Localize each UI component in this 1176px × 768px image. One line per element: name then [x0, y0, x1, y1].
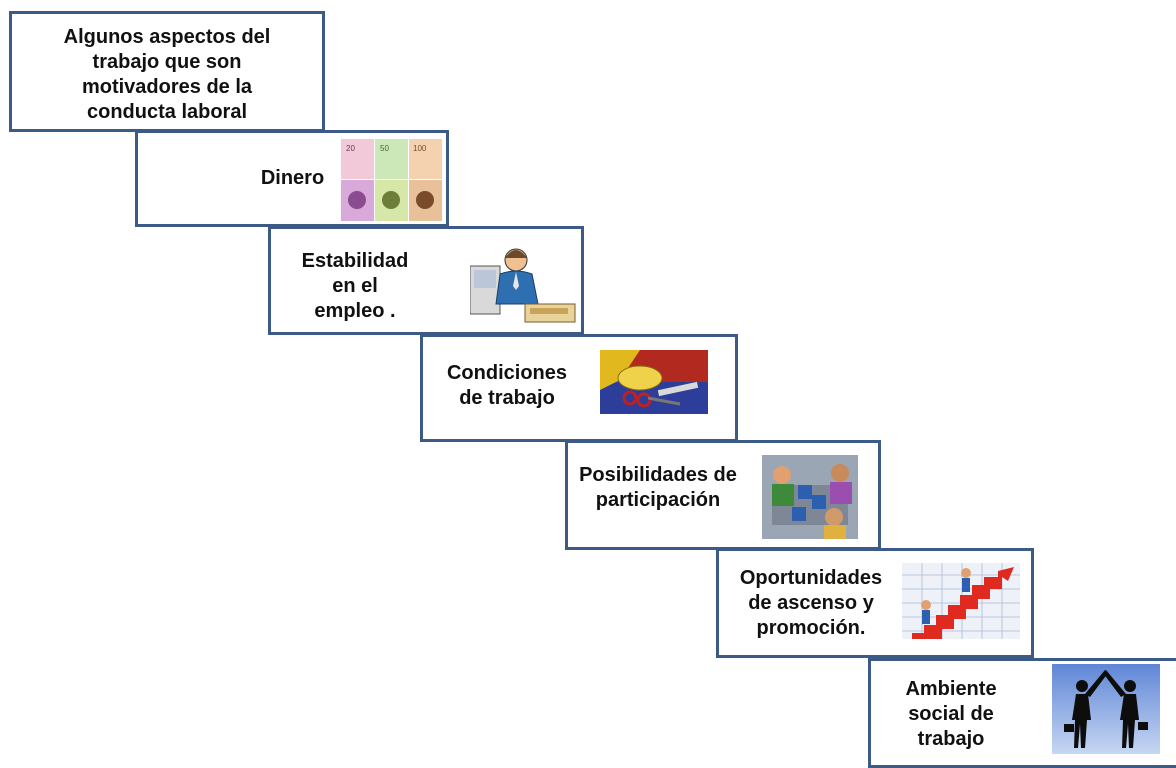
svg-text:50: 50 [380, 144, 389, 153]
step-ascenso-label: Oportunidades de ascenso y promoción. [739, 567, 883, 639]
title-box [9, 11, 325, 132]
high-five-silhouette-icon [1052, 664, 1160, 754]
team-meeting-icon [762, 455, 858, 539]
craft-tools-icon [600, 350, 708, 414]
step-condiciones-label: Condiciones de trabajo [446, 362, 567, 409]
title-label: Algunos aspectos del trabajo que son mot… [63, 26, 271, 123]
banknotes-icon: 20 50 100 [340, 138, 444, 222]
step-dinero-label: Dinero [260, 167, 325, 189]
svg-text:100: 100 [413, 144, 427, 153]
step-estabilidad-label: Estabilidad en el empleo . [301, 250, 409, 322]
office-worker-icon [470, 244, 578, 326]
svg-text:20: 20 [346, 144, 355, 153]
step-ambiente-label: Ambiente social de trabajo [905, 678, 997, 750]
growth-stairs-icon [902, 563, 1020, 639]
step-participacion-label: Posibilidades de participación [579, 464, 737, 511]
